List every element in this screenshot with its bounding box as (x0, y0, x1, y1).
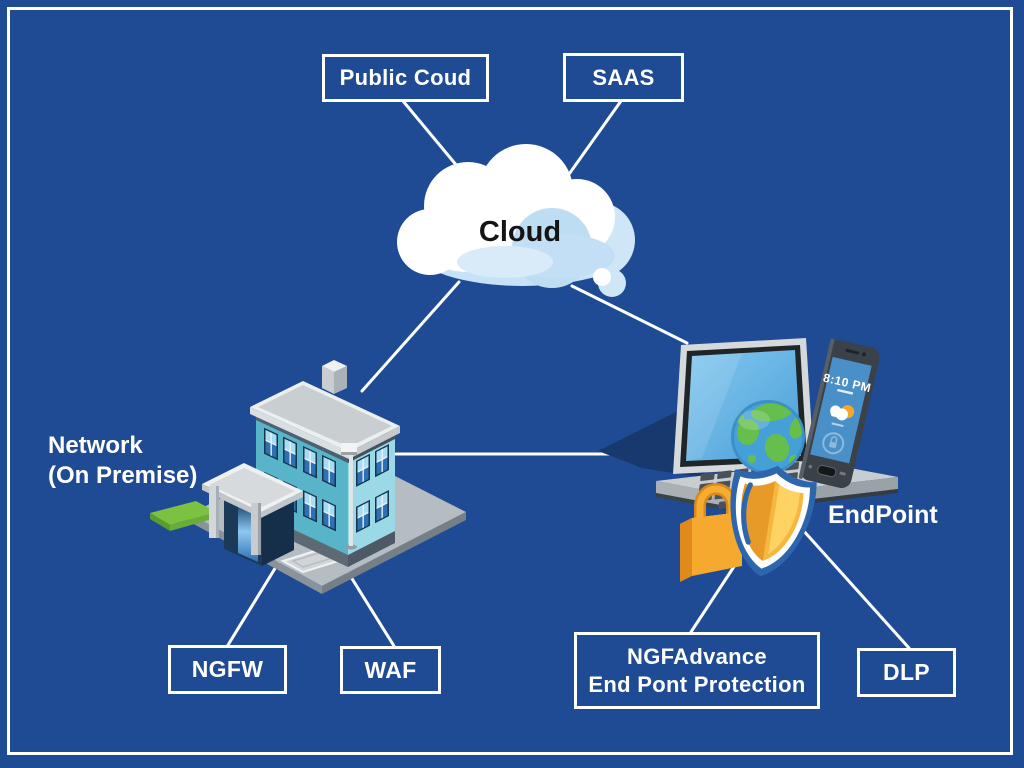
frame-border (7, 7, 1013, 755)
endpoint-device-group: 8:10 PM (598, 338, 898, 582)
smartphone-icon: 8:10 PM (798, 338, 880, 489)
node-box-dlp: DLP (857, 648, 956, 697)
network-label-line2: (On Premise) (48, 462, 198, 489)
network-label: Network (On Premise) (48, 431, 197, 491)
weather-icon (830, 405, 855, 428)
waf-label: WAF (364, 656, 417, 683)
lock-screen-icon (822, 432, 845, 455)
chimney (322, 360, 347, 394)
connector-endpoint-ngfadvance (689, 560, 739, 634)
node-box-ngfw: NGFW (168, 645, 287, 694)
connector-cloud-endpoint (570, 284, 689, 345)
cloud-icon (397, 144, 635, 297)
connector-network-ngfw (226, 555, 284, 647)
building-roof (250, 381, 400, 459)
ngfw-label: NGFW (191, 656, 264, 682)
node-box-ngfadvance: NGFAdvance End Pont Protection (574, 632, 820, 709)
globe-icon (731, 400, 805, 474)
connector-endpoint-dlp (791, 517, 911, 650)
ngfadvance-label-line2: End Pont Protection (588, 671, 806, 697)
node-box-waf: WAF (340, 646, 441, 694)
node-box-public-cloud: Public Coud (322, 54, 489, 102)
grass-patch (150, 501, 216, 531)
endpoint-label: EndPoint (828, 501, 938, 529)
saas-label: SAAS (592, 64, 655, 90)
cloud-label: Cloud (478, 216, 562, 248)
node-box-saas: SAAS (563, 53, 684, 102)
public-cloud-label: Public Coud (339, 65, 472, 90)
dlp-label: DLP (883, 659, 930, 685)
connector-lines (226, 99, 911, 650)
connector-cloud-network (360, 280, 461, 393)
network-label-line1: Network (48, 432, 143, 459)
shield-icon (730, 465, 817, 577)
connector-saas-cloud (560, 99, 623, 186)
lamppost (341, 443, 357, 550)
ngfadvance-label-line1: NGFAdvance (627, 643, 767, 669)
office-building-icon (150, 360, 466, 594)
entrance-porch (202, 463, 303, 566)
